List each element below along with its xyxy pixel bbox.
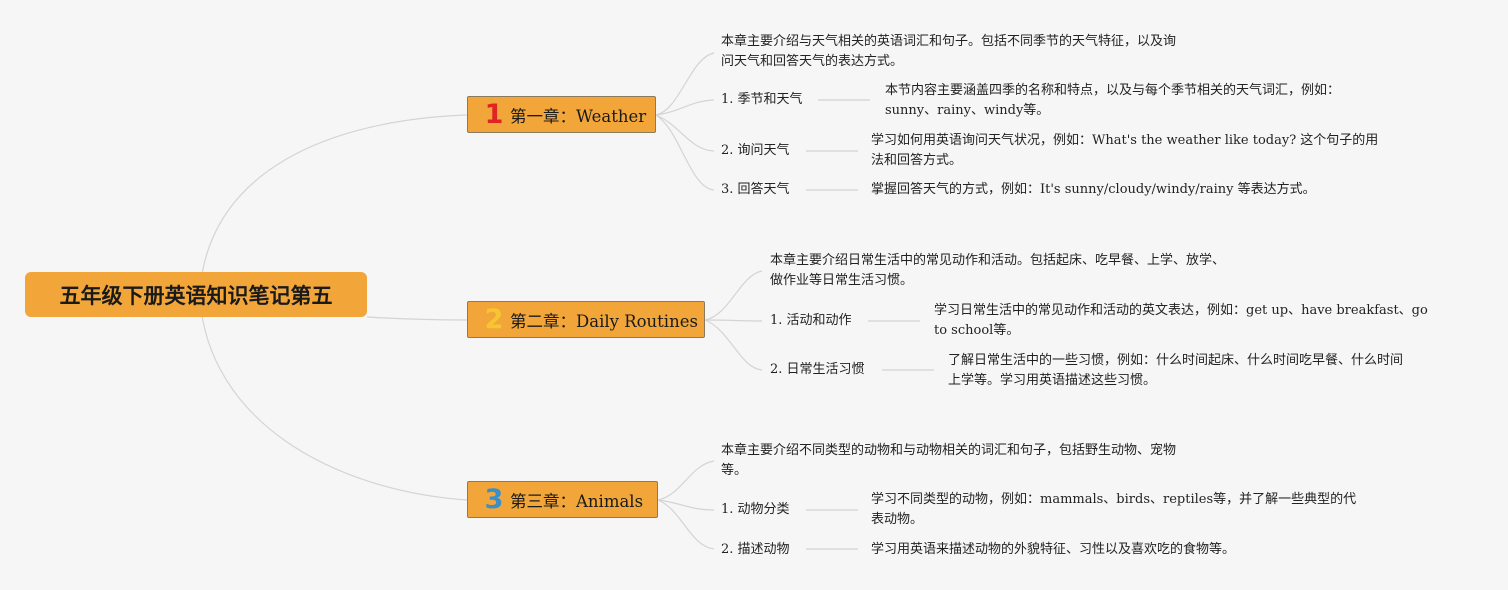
chapter-1-item-1-label[interactable]: 1. 季节和天气 [721,92,803,107]
link-root-ch3 [199,299,468,501]
chapter-3-number-icon: 3 [484,484,504,515]
chapter-2-label: 第二章：Daily Routines [510,311,698,331]
link-ch2-item2 [704,319,763,371]
chapter-3-item-2-detail[interactable]: 学习用英语来描述动物的外貌特征、习性以及喜欢吃的食物等。 [871,542,1236,557]
link-root-ch1 [199,114,468,291]
link-ch1-item3 [655,114,715,191]
chapter-3-item-1-label[interactable]: 1. 动物分类 [721,502,790,517]
link-root-ch2 [366,316,468,321]
chapter-1-item-2-detail[interactable]: 学习如何用英语询问天气状况，例如：What's the weather like… [871,133,1379,168]
chapter-1-item-2-label[interactable]: 2. 询问天气 [721,143,790,158]
link-ch1-intro [655,52,715,116]
chapter-2-item-2-detail[interactable]: 了解日常生活中的一些习惯，例如：什么时间起床、什么时间吃早餐、什么时间 上学等。… [948,353,1404,388]
link-ch3-item1 [657,499,715,511]
root-node[interactable]: 五年级下册英语知识笔记第五 [25,272,367,317]
chapter-1-label: 第一章：Weather [510,106,647,126]
chapter-3-item-2-label[interactable]: 2. 描述动物 [721,542,790,557]
link-ch3-item2 [657,499,715,550]
chapter-2-intro[interactable]: 本章主要介绍日常生活中的常见动作和活动。包括起床、吃早餐、上学、放学、 做作业等… [770,253,1226,288]
chapter-1-item-3-detail[interactable]: 掌握回答天气的方式，例如：It's sunny/cloudy/windy/rai… [871,182,1316,197]
root-title: 五年级下册英语知识笔记第五 [59,283,333,308]
chapter-2-node[interactable]: 2 第二章：Daily Routines [467,301,705,338]
link-ch1-item2 [655,114,715,152]
link-ch2-intro [704,270,763,321]
chapter-1-intro[interactable]: 本章主要介绍与天气相关的英语词汇和句子。包括不同季节的天气特征，以及询 问天气和… [721,34,1177,69]
chapter-2-item-1-detail[interactable]: 学习日常生活中的常见动作和活动的英文表达，例如：get up、have brea… [934,303,1428,338]
link-ch1-item1 [655,99,715,116]
chapter-3-item-1-detail[interactable]: 学习不同类型的动物，例如：mammals、birds、reptiles等，并了解… [871,492,1357,527]
chapter-2-item-2-label[interactable]: 2. 日常生活习惯 [770,362,865,377]
chapter-2-number-icon: 2 [484,304,504,335]
chapter-3-intro[interactable]: 本章主要介绍不同类型的动物和与动物相关的词汇和句子，包括野生动物、宠物 等。 [721,443,1177,478]
link-ch3-intro [657,460,715,501]
chapter-1-node[interactable]: 1 第一章：Weather [467,96,656,133]
link-ch2-item1 [704,319,763,322]
chapter-1-item-3-label[interactable]: 3. 回答天气 [721,182,790,197]
chapter-2-item-1-label[interactable]: 1. 活动和动作 [770,313,852,328]
chapter-3-label: 第三章：Animals [510,491,644,511]
chapter-1-item-1-detail[interactable]: 本节内容主要涵盖四季的名称和特点，以及与每个季节相关的天气词汇，例如： sunn… [885,83,1341,118]
chapter-1-number-icon: 1 [484,99,504,130]
chapter-3-node[interactable]: 3 第三章：Animals [467,481,658,518]
